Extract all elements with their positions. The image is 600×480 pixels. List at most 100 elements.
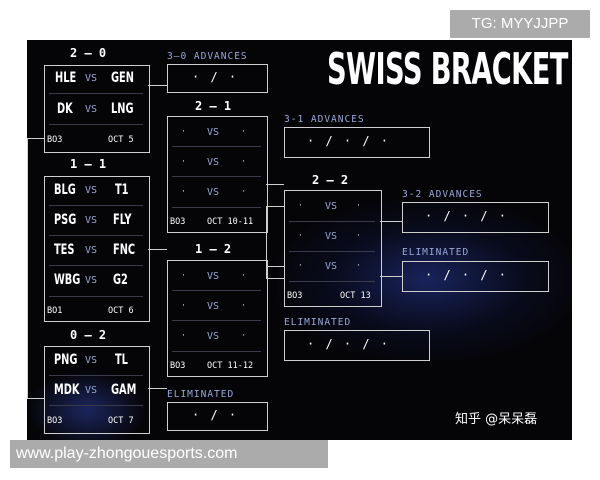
divider — [49, 375, 143, 376]
vs-label: VS — [207, 187, 220, 198]
group-2-2 — [284, 190, 382, 307]
outcome-slots: · / · / · — [425, 268, 509, 282]
outcome-label: ELIMINATED — [167, 389, 235, 400]
vs-label: VS — [325, 261, 338, 272]
connector-line — [266, 184, 284, 185]
connector-line — [27, 138, 44, 139]
bracket-panel: SWISS BRACKET 2 – 0 HLE VS GEN DK VS LNG… — [27, 40, 572, 440]
outcome-slots: · / · / · — [425, 209, 509, 223]
vs-label: VS — [207, 271, 220, 282]
team-name: DK — [57, 101, 73, 117]
vs-label: VS — [85, 275, 98, 286]
team-name: FNC — [113, 242, 136, 258]
team-slot: · — [242, 157, 245, 167]
team-name: HLE — [55, 70, 77, 86]
connector-line — [148, 85, 167, 86]
divider — [172, 207, 261, 208]
divider — [172, 320, 261, 321]
page-title: SWISS BRACKET — [327, 44, 568, 95]
match-format: BO3 — [170, 217, 186, 227]
outcome-slots-box — [402, 261, 549, 292]
group-2-0 — [44, 65, 150, 153]
watermark: 知乎 @呆呆磊 — [455, 412, 538, 427]
connector-line — [27, 138, 28, 398]
match-date: OCT 6 — [108, 306, 134, 316]
outcome-slots-box — [167, 64, 268, 93]
match-format: BO1 — [47, 306, 63, 316]
vs-label: VS — [85, 185, 98, 196]
outcome-label: ELIMINATED — [402, 247, 470, 258]
group-record: 2 – 2 — [312, 173, 349, 187]
team-slot: · — [299, 201, 302, 211]
divider — [49, 93, 143, 94]
team-name: PSG — [54, 212, 77, 228]
url-banner: www.play-zhongouesports.com — [10, 440, 328, 468]
team-slot: · — [242, 271, 245, 281]
tg-banner: TG: MYYJJPP — [450, 10, 590, 38]
group-1-2 — [167, 260, 268, 377]
team-slot: · — [299, 231, 302, 241]
team-name: GEN — [111, 70, 134, 86]
connector-line — [380, 221, 402, 222]
team-slot: · — [357, 261, 360, 271]
divider — [49, 124, 143, 125]
connector-line — [148, 249, 167, 250]
divider — [49, 296, 143, 297]
divider — [172, 146, 261, 147]
divider — [289, 221, 375, 222]
group-record: 1 – 1 — [70, 157, 107, 171]
outcome-slots: · / · / · — [307, 134, 391, 148]
divider — [172, 290, 261, 291]
vs-label: VS — [207, 157, 220, 168]
team-slot: · — [182, 187, 185, 197]
connector-line — [266, 266, 284, 267]
match-date: OCT 7 — [108, 416, 134, 426]
team-slot: · — [182, 157, 185, 167]
team-name: TL — [115, 352, 128, 368]
divider — [172, 351, 261, 352]
team-slot: · — [357, 201, 360, 211]
divider — [49, 235, 143, 236]
connector-line — [266, 206, 267, 278]
team-slot: · — [242, 301, 245, 311]
connector-line — [27, 398, 44, 399]
team-slot: · — [242, 187, 245, 197]
outcome-slots: · / · — [192, 408, 239, 422]
connector-line — [266, 278, 284, 279]
group-0-2 — [44, 346, 150, 434]
team-name: WBG — [54, 272, 81, 288]
vs-label: VS — [85, 215, 98, 226]
outcome-slots-box — [284, 330, 430, 361]
outcome-slots: · / · / · — [307, 337, 391, 351]
divider — [289, 281, 375, 282]
vs-label: VS — [85, 245, 98, 256]
team-name: PNG — [54, 352, 78, 368]
team-slot: · — [182, 301, 185, 311]
glow-decoration — [277, 200, 572, 360]
match-format: BO3 — [47, 416, 63, 426]
group-record: 1 – 2 — [195, 242, 232, 256]
vs-label: VS — [207, 301, 220, 312]
team-name: GAM — [111, 382, 137, 398]
group-1-1 — [44, 176, 150, 322]
group-record: 2 – 1 — [195, 99, 232, 113]
divider — [289, 251, 375, 252]
outcome-slots: · / · — [192, 70, 239, 84]
team-slot: · — [182, 127, 185, 137]
match-date: OCT 10-11 — [207, 217, 254, 227]
vs-label: VS — [325, 201, 338, 212]
divider — [49, 205, 143, 206]
connector-line — [380, 276, 402, 277]
match-format: BO3 — [170, 361, 186, 371]
connector-line — [266, 206, 284, 207]
team-slot: · — [182, 271, 185, 281]
vs-label: VS — [207, 127, 220, 138]
match-format: BO3 — [287, 291, 303, 301]
team-name: FLY — [113, 212, 132, 228]
match-date: OCT 11-12 — [207, 361, 254, 371]
match-format: BO3 — [47, 135, 63, 145]
divider — [49, 405, 143, 406]
outcome-label: 3–0 ADVANCES — [167, 51, 248, 62]
outcome-slots-box — [402, 202, 549, 233]
outcome-label: ELIMINATED — [284, 317, 352, 328]
